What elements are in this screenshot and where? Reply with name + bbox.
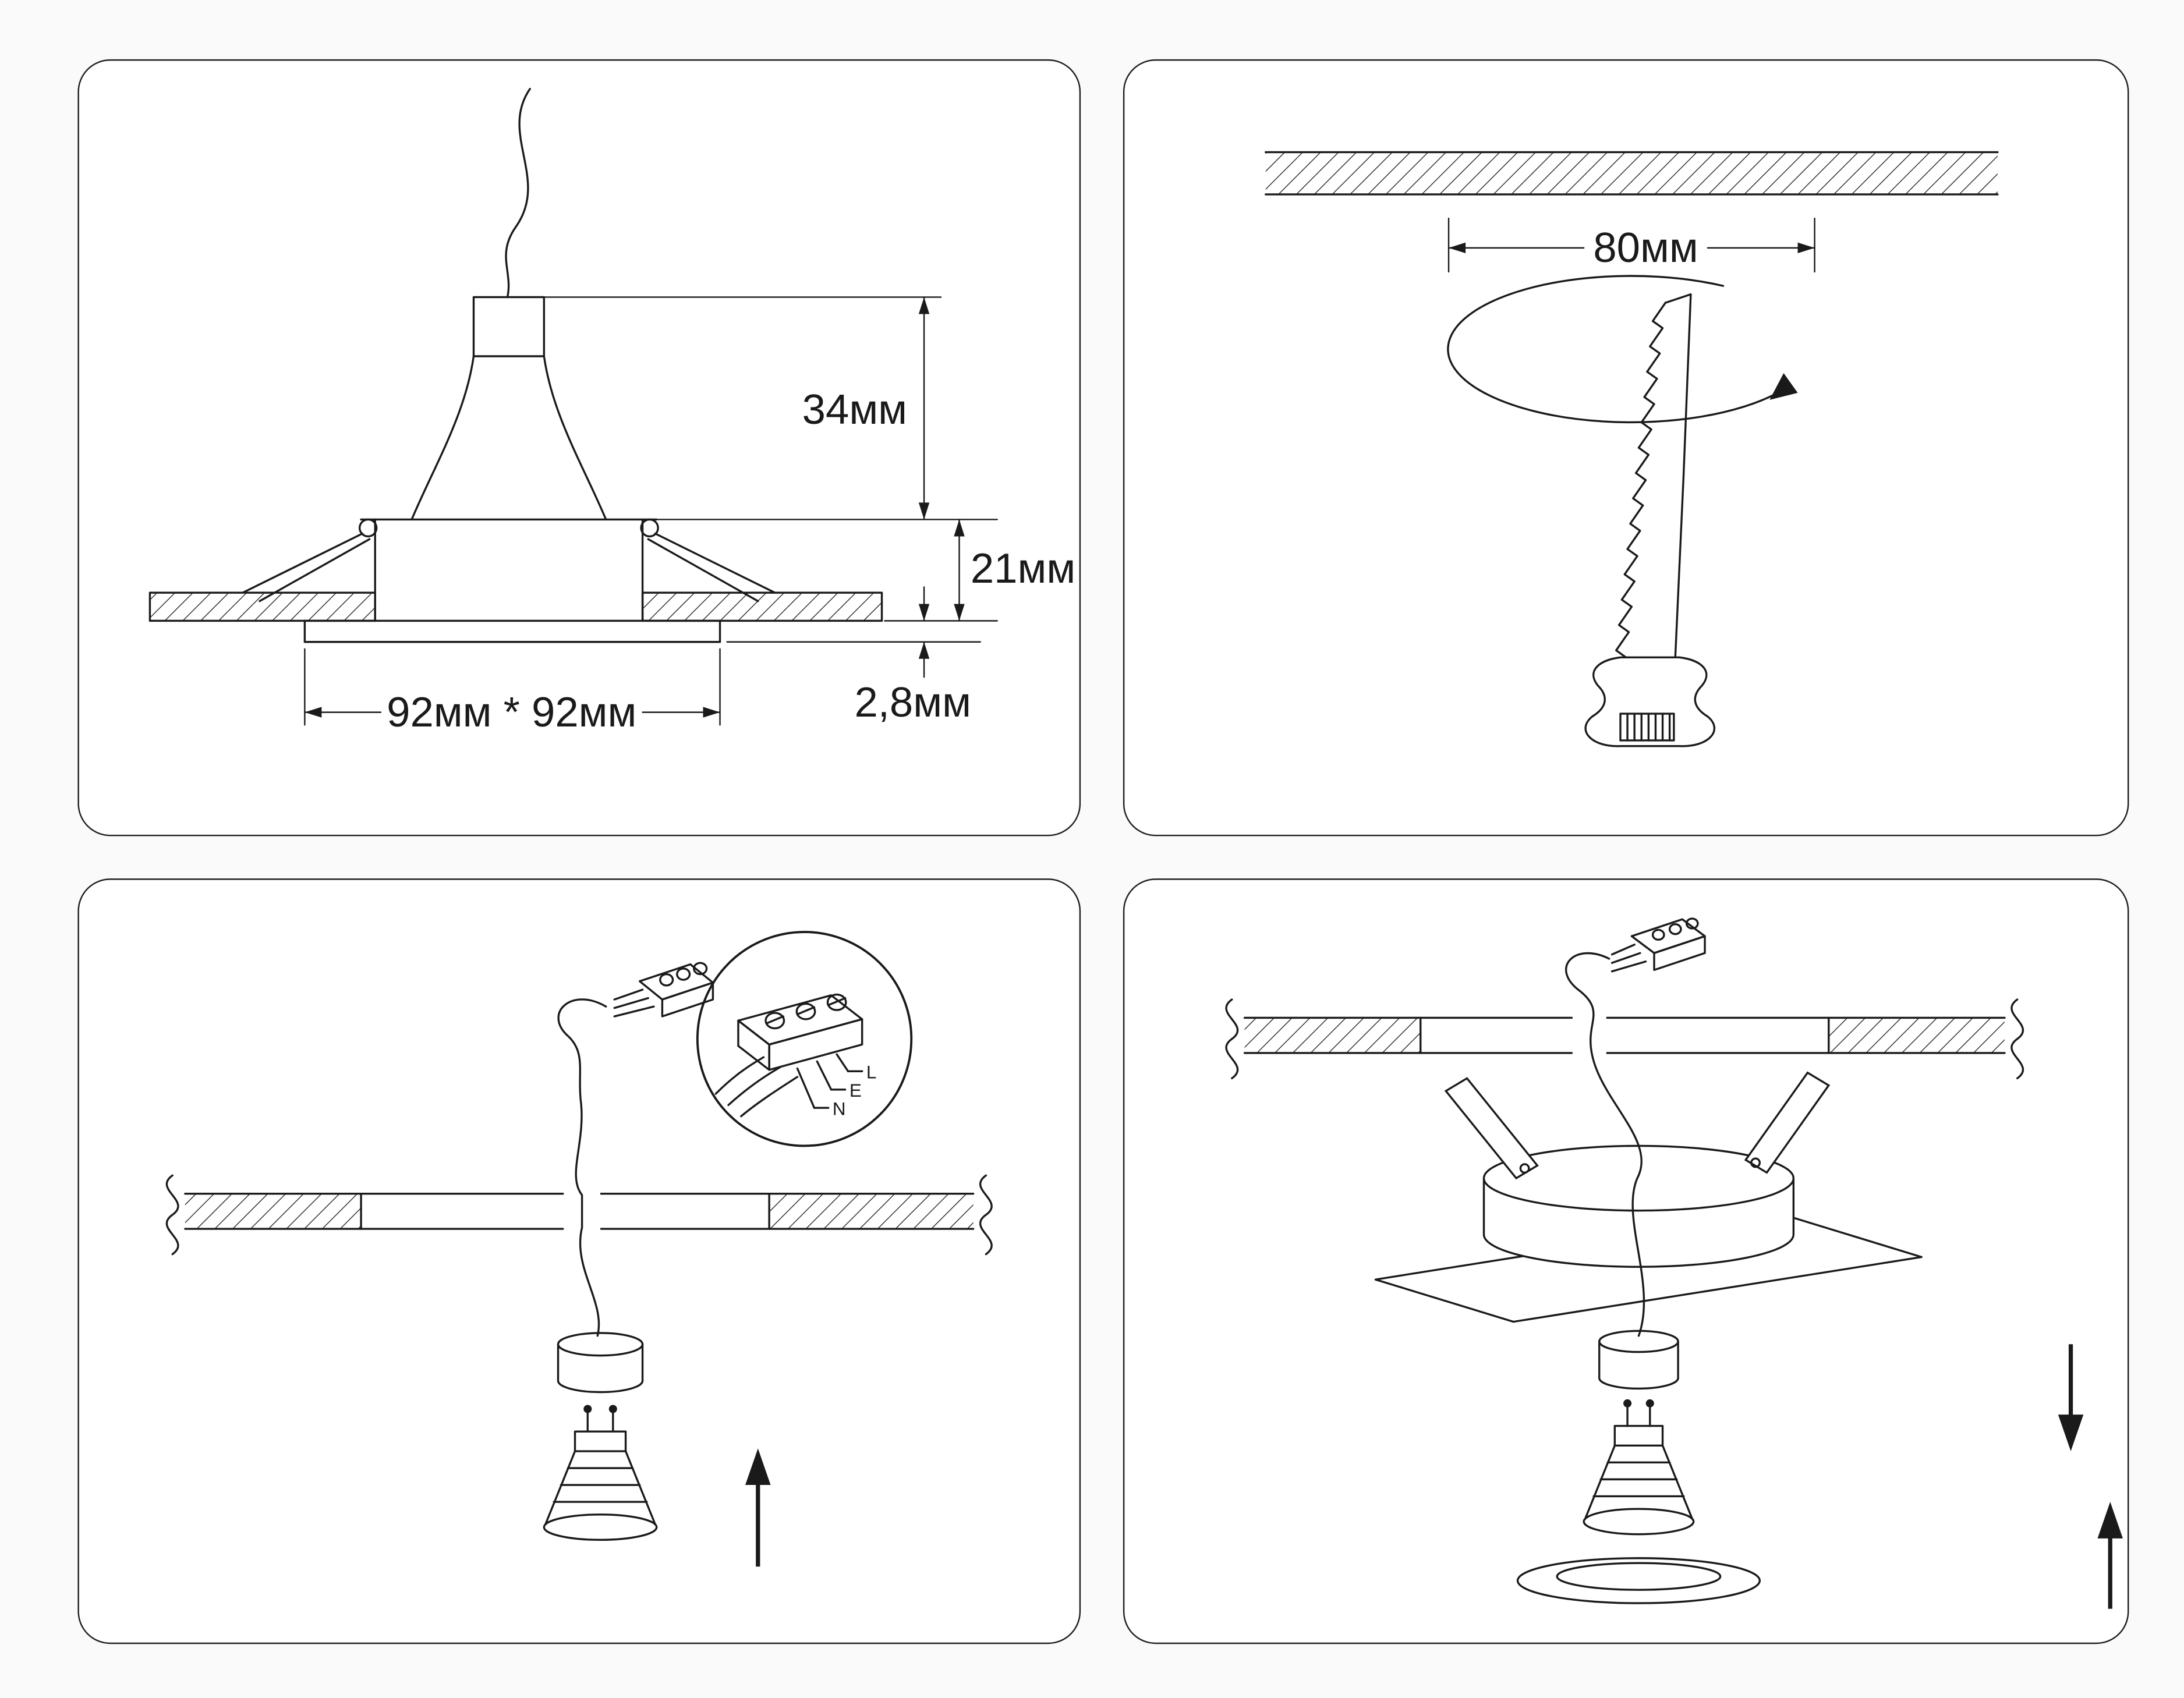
wiring-connection-drawing: L E N: [165, 931, 993, 1567]
spring-pivot-right: [640, 518, 659, 538]
terminal-label-neutral: N: [833, 1098, 846, 1119]
dimension-arrowheads: [305, 297, 965, 718]
terminal-screw: [764, 1012, 785, 1030]
fixture-dimensions-drawing: 34мм 21мм 2,8мм 92мм * 92мм: [148, 87, 1075, 736]
terminal-label-earth: E: [849, 1080, 862, 1101]
break-mark-left: [1225, 998, 1239, 1080]
terminal-magnifier: L E N: [696, 931, 913, 1147]
dim-label-fixture-height: 34мм: [802, 386, 907, 433]
fixture-housing: [1482, 1144, 1795, 1268]
terminal-label-live: L: [866, 1062, 876, 1082]
break-mark-right: [979, 1174, 993, 1256]
arrow-down-icon: [2058, 1344, 2084, 1452]
terminal-block-small: [1610, 917, 1706, 973]
supply-wire: [505, 87, 531, 299]
supply-wire: [1565, 952, 1645, 1337]
terminal-screw: [826, 993, 847, 1011]
break-mark-left: [165, 1174, 179, 1256]
dim-label-hole-diameter: 80мм: [1593, 224, 1698, 271]
lamp-bulb: [1583, 1399, 1695, 1536]
lamp-holder: [557, 1332, 644, 1394]
dim-label-trim-thickness: 2,8мм: [854, 679, 971, 726]
dim-label-recess-depth: 21мм: [971, 545, 1075, 592]
saw-tip: [1664, 293, 1692, 304]
saw-handle-grip-texture: [1619, 712, 1675, 742]
supply-wire: [557, 998, 607, 1337]
panel-fixture-dimensions: 34мм 21мм 2,8мм 92мм * 92мм: [77, 59, 1081, 836]
ceiling-section: [1265, 151, 1999, 196]
panel-fixture-mounting: [1123, 878, 2129, 1644]
wire-pass-gap: [1572, 1015, 1606, 1056]
spring-clip-left: [1444, 1077, 1539, 1180]
saw-handle: [1584, 656, 1716, 747]
trim-ring: [1516, 1557, 1761, 1604]
panel-hole-cutting: 80мм: [1123, 59, 2129, 836]
fixture-mounting-drawing: [1225, 917, 2123, 1609]
hole-cutting-drawing: 80мм: [1265, 151, 1999, 747]
lamp-bulb: [543, 1405, 658, 1541]
fixture-cross-section: [148, 87, 883, 643]
panel-wiring-connection: L E N: [77, 878, 1081, 1644]
hole-dimension-lines: [1447, 217, 1815, 273]
arrow-up-icon: [2097, 1502, 2123, 1609]
rotation-arrow-icon: [1769, 373, 1798, 400]
ceiling-section: [1225, 998, 2024, 1080]
saw-back-edge: [1674, 293, 1692, 659]
conductor-wire: [727, 1066, 782, 1107]
spring-clips: [1444, 1071, 1831, 1180]
ceiling-hatch-left: [148, 591, 376, 622]
fixture-bell-right: [543, 355, 607, 521]
spring-clip-right: [1744, 1071, 1831, 1174]
saw-teeth: [1615, 302, 1667, 659]
fixture-bell-left: [410, 355, 475, 521]
cutting-rotation-ellipse: [1447, 275, 1790, 424]
hole-saw: [1584, 293, 1716, 747]
fixture-neck: [472, 296, 546, 357]
spring-pivot-left: [358, 518, 378, 538]
ceiling-hatch-right: [641, 591, 883, 622]
break-mark-right: [2010, 998, 2024, 1080]
conductor-wire: [714, 1056, 765, 1095]
terminal-block-small: [613, 962, 714, 1018]
lamp-holder: [1598, 1330, 1679, 1390]
spring-clips: [242, 532, 776, 602]
conductor-wire: [740, 1076, 799, 1118]
terminal-block-detail: [714, 993, 863, 1118]
hole-dimension-arrowheads: [1449, 242, 1815, 254]
dimension-lines: [304, 296, 998, 726]
terminal-screw: [795, 1002, 816, 1020]
trim-plate: [303, 619, 721, 643]
arrow-up-icon: [745, 1448, 771, 1567]
dim-label-cutout-size: 92мм * 92мм: [387, 689, 636, 736]
